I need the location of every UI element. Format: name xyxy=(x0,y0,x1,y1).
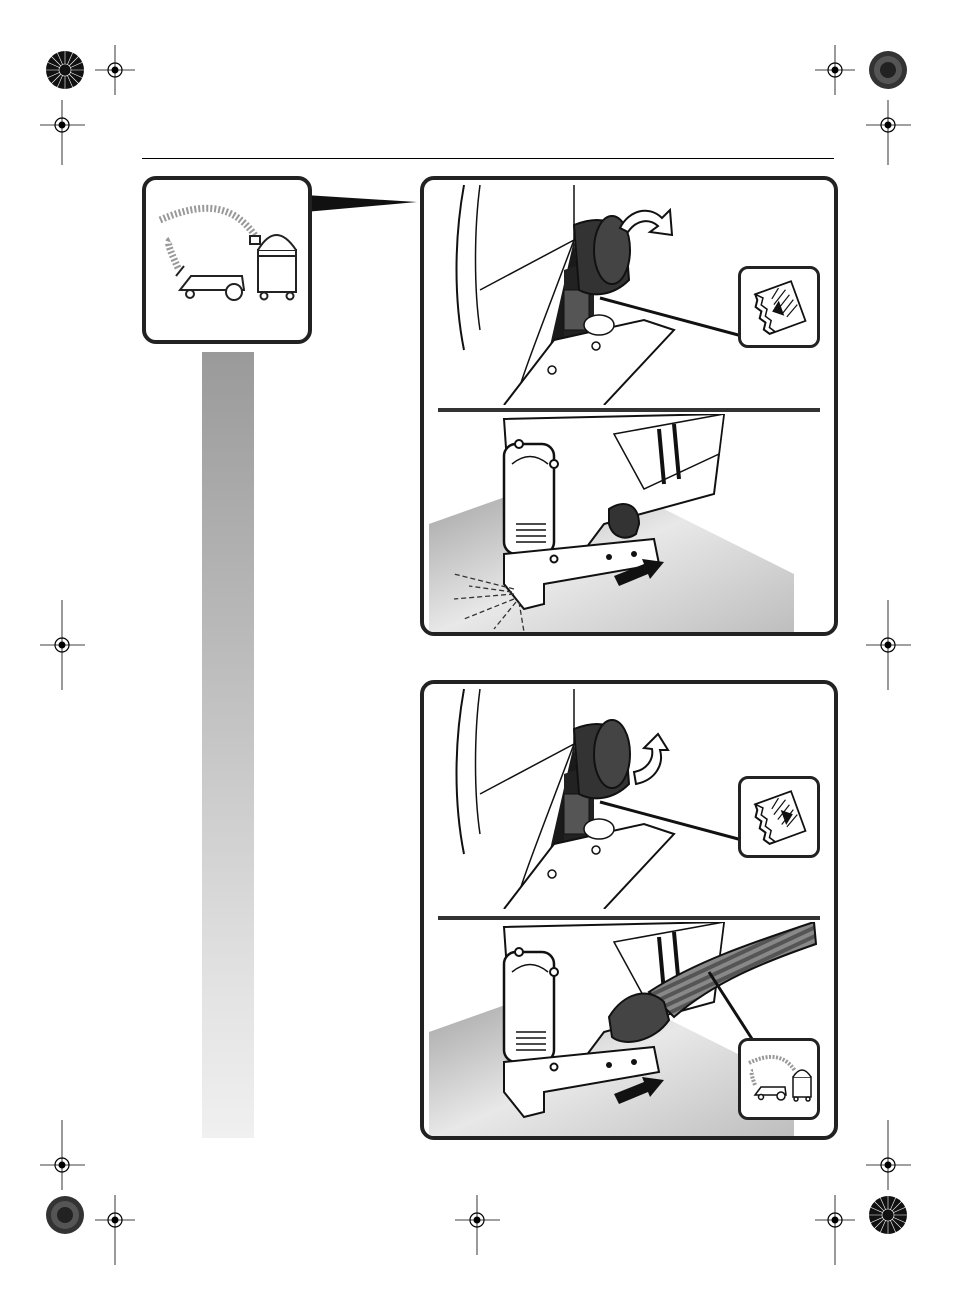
vacuum-callout xyxy=(738,1038,820,1120)
figure-vacuum-hose xyxy=(420,680,838,1140)
color-target-icon xyxy=(868,1195,908,1235)
registration-crosshair-icon xyxy=(815,1195,855,1265)
registration-crosshair-icon xyxy=(95,1195,135,1265)
figure-dust-bag xyxy=(420,176,838,636)
registration-crosshair-icon xyxy=(40,600,85,690)
section-tab-strip xyxy=(202,352,254,1138)
vacuum-cleaner-icon xyxy=(741,1041,817,1117)
callout-pointer xyxy=(305,195,420,215)
registration-crosshair-icon xyxy=(866,1120,911,1190)
registration-crosshair-icon xyxy=(455,1195,500,1255)
registration-crosshair-icon xyxy=(815,45,855,95)
sawing-with-dust-bag-illustration xyxy=(424,414,834,636)
color-target-icon xyxy=(868,50,908,90)
registration-crosshair-icon xyxy=(40,100,85,165)
header-rule xyxy=(142,158,834,159)
vacuum-cleaner-icon xyxy=(146,180,308,340)
registration-crosshair-icon xyxy=(866,600,911,690)
dust-bag-callout xyxy=(738,776,820,858)
color-target-icon xyxy=(45,1195,85,1235)
panel-divider xyxy=(438,916,820,920)
vacuum-extraction-tab xyxy=(142,176,312,344)
dust-bag-icon xyxy=(741,779,817,855)
dust-bag-callout xyxy=(738,266,820,348)
dust-bag-icon xyxy=(741,269,817,345)
panel-divider xyxy=(438,408,820,412)
registration-crosshair-icon xyxy=(866,100,911,165)
color-target-icon xyxy=(45,50,85,90)
rotate-arrow-icon xyxy=(634,734,668,784)
rotate-arrow-icon xyxy=(620,210,672,235)
registration-crosshair-icon xyxy=(40,1120,85,1190)
registration-crosshair-icon xyxy=(95,45,135,95)
